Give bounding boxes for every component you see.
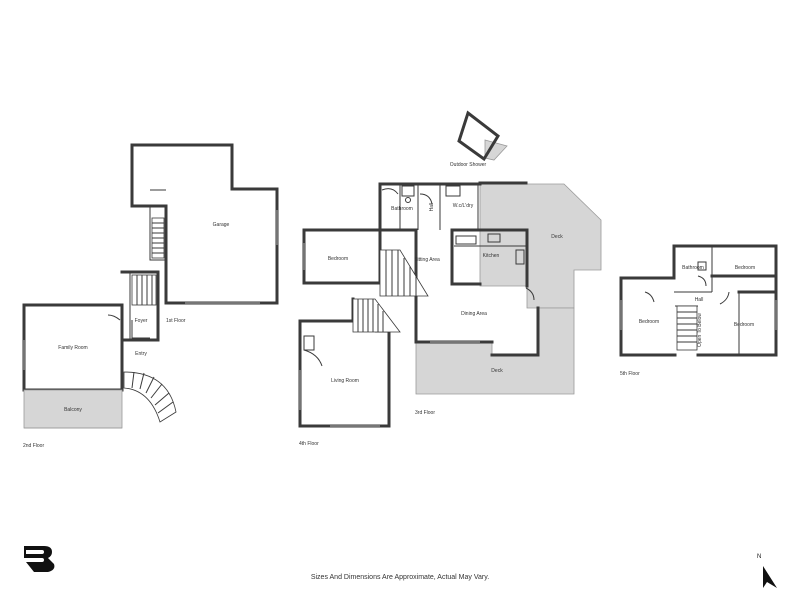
floor-label-3rd: 3rd Floor: [415, 410, 435, 416]
room-label-dining-area: Dining Area: [461, 311, 487, 317]
room-label-hall-3rd: Hall: [429, 203, 435, 212]
entry-curved-stairs: [123, 371, 177, 423]
fifth-floor-plan: Bathroom Bedroom Hall Bedroom Bedroom Op…: [619, 244, 778, 377]
room-label-hall-5th: Hall: [695, 297, 704, 303]
floor-label-1st: 1st Floor: [166, 318, 186, 324]
fifth-floor-stairs: [676, 305, 698, 351]
room-label-outdoor-shower: Outdoor Shower: [450, 162, 487, 168]
room-label-bedroom-5th-a: Bedroom: [735, 265, 755, 271]
foyer-stairs: [131, 274, 157, 306]
room-label-sitting-area: Sitting Area: [414, 257, 440, 263]
room-label-bedroom-3rd: Bedroom: [328, 256, 348, 262]
sitting-area-stairs: [379, 249, 429, 297]
balcony-area: [23, 389, 123, 429]
room-label-bathroom-5th: Bathroom: [682, 265, 704, 271]
room-label-deck-upper: Deck: [551, 234, 563, 240]
room-label-foyer: Foyer: [135, 318, 148, 324]
room-label-open-to-below: Open To Below: [697, 313, 703, 347]
room-label-balcony: Balcony: [64, 407, 82, 413]
room-label-garage: Garage: [213, 222, 230, 228]
room-label-bedroom-5th-b: Bedroom: [639, 319, 659, 325]
room-label-entry: Entry: [135, 351, 147, 357]
upper-deck-area: [479, 183, 602, 309]
north-arrow-icon: [763, 566, 777, 588]
room-label-bedroom-5th-c: Bedroom: [734, 322, 754, 328]
disclaimer-text: Sizes And Dimensions Are Approximate, Ac…: [310, 574, 490, 581]
floor-label-4th: 4th Floor: [299, 441, 319, 447]
room-label-deck-lower: Deck: [491, 368, 503, 374]
floor-label-2nd: 2nd Floor: [23, 443, 44, 449]
fourth-floor-plan: Living Room 4th Floor: [298, 297, 401, 447]
garage-stairs: [151, 217, 165, 259]
room-label-wc-laundry: W.c/L'dry: [453, 203, 474, 209]
floor-label-5th: 5th Floor: [620, 371, 640, 377]
north-label: N: [757, 554, 762, 560]
room-label-bathroom-3rd: Bathroom: [391, 206, 413, 212]
first-floor-plan: Garage 1st Floor: [130, 143, 279, 324]
second-floor-plan: Family Room Balcony Foyer Entry 2nd Floo…: [22, 270, 177, 449]
brand-logo-icon: [24, 546, 55, 572]
outdoor-shower-plan: Outdoor Shower: [450, 110, 508, 168]
room-label-kitchen: Kitchen: [483, 253, 500, 259]
living-room-stairs: [352, 298, 401, 333]
third-floor-plan: Bathroom Hall W.c/L'dry Deck Bedroom Sit…: [302, 181, 602, 416]
room-label-living-room: Living Room: [331, 378, 359, 384]
lower-deck-area: [415, 307, 575, 395]
room-label-family-room: Family Room: [58, 345, 87, 351]
